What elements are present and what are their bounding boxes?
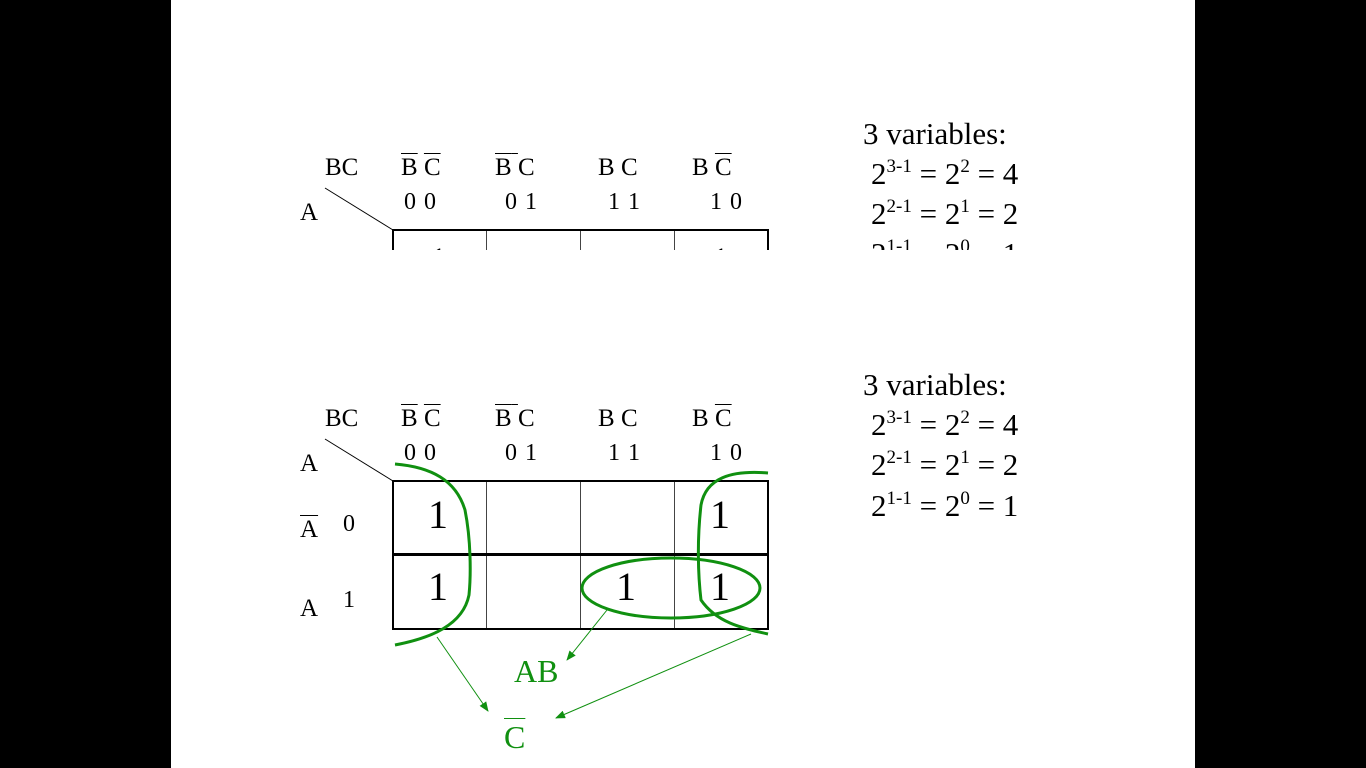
col-code-0: 0 0: [404, 189, 437, 215]
info-line-2: 21-1 = 20 = 1: [871, 488, 1019, 523]
info-line-0: 23-1 = 22 = 4: [871, 407, 1019, 442]
row-code-0: 0: [343, 511, 356, 537]
col-header-0: B C: [401, 154, 441, 181]
col-code-1: 0 1: [505, 440, 538, 466]
kmap-grid: [392, 229, 769, 250]
row-code-1: 1: [343, 587, 356, 613]
col-code-3: 1 0: [710, 189, 743, 215]
slide: BC A B C B C B C B C 0 0 0 1 1 1 1 0 1 1…: [171, 0, 1195, 768]
kmap-cell-0-0: 1: [428, 492, 448, 537]
col-code-2: 1 1: [608, 440, 641, 466]
col-header-2: B C: [598, 405, 638, 432]
grid-divider: [674, 231, 675, 250]
col-code-2: 1 1: [608, 189, 641, 215]
grid-divider: [486, 231, 487, 250]
kmap-cell-0-3: 1: [710, 492, 730, 537]
group-loop-ab: [580, 556, 762, 620]
kmap-cell-1-2: 1: [616, 564, 636, 609]
kmap-panel-top-clipped: BC A B C B C B C B C 0 0 0 1 1 1 1 0 1 1…: [171, 0, 1195, 250]
arrow-to-ab: [566, 609, 608, 661]
col-header-3: B C: [692, 154, 732, 181]
corner-label-a: A: [300, 450, 319, 477]
arrow-left-to-c-bar: [436, 636, 489, 712]
grid-row-divider: [393, 553, 768, 556]
col-code-0: 0 0: [404, 440, 437, 466]
group-label-ab: AB: [514, 653, 559, 689]
col-code-1: 0 1: [505, 189, 538, 215]
col-header-1: B C: [495, 154, 535, 181]
kmap-panel-annotated: BC A B C B C B C B C 0 0 0 1 1 1 1 0 A 0…: [171, 0, 1195, 768]
group-annotations: [324, 438, 769, 719]
group-loop-c-bar-right: [696, 470, 769, 636]
info-title: 3 variables:: [863, 367, 1007, 402]
arrow-right-to-c-bar: [555, 633, 752, 719]
group-label-c-bar: C: [504, 719, 526, 755]
group-loop-c-bar-left: [394, 462, 472, 647]
info-line-2: 21-1 = 20 = 1: [871, 236, 1018, 250]
grid-divider: [580, 231, 581, 250]
row-label-a: A: [300, 595, 319, 622]
row-label-a-bar: A: [300, 516, 319, 543]
corner-diagonal: [324, 187, 394, 231]
corner-diagonal: [324, 438, 394, 482]
col-code-3: 1 0: [710, 440, 743, 466]
info-line-1: 22-1 = 21 = 2: [871, 447, 1019, 482]
col-header-2: B C: [598, 154, 638, 181]
kmap-cell-0-0: 1: [428, 242, 448, 251]
kmap-cell-0-3: 1: [710, 242, 730, 251]
info-line-0: 23-1 = 22 = 4: [871, 156, 1019, 191]
col-header-1: B C: [495, 405, 535, 432]
col-header-3: B C: [692, 405, 732, 432]
kmap-cell-1-0: 1: [428, 564, 448, 609]
kmap-cell-1-3: 1: [710, 564, 730, 609]
info-title: 3 variables:: [863, 116, 1007, 151]
col-header-0: B C: [401, 405, 441, 432]
corner-label-a: A: [300, 199, 319, 226]
corner-label-bc: BC: [325, 154, 359, 181]
corner-label-bc: BC: [325, 405, 359, 432]
info-line-1: 22-1 = 21 = 2: [871, 196, 1019, 231]
